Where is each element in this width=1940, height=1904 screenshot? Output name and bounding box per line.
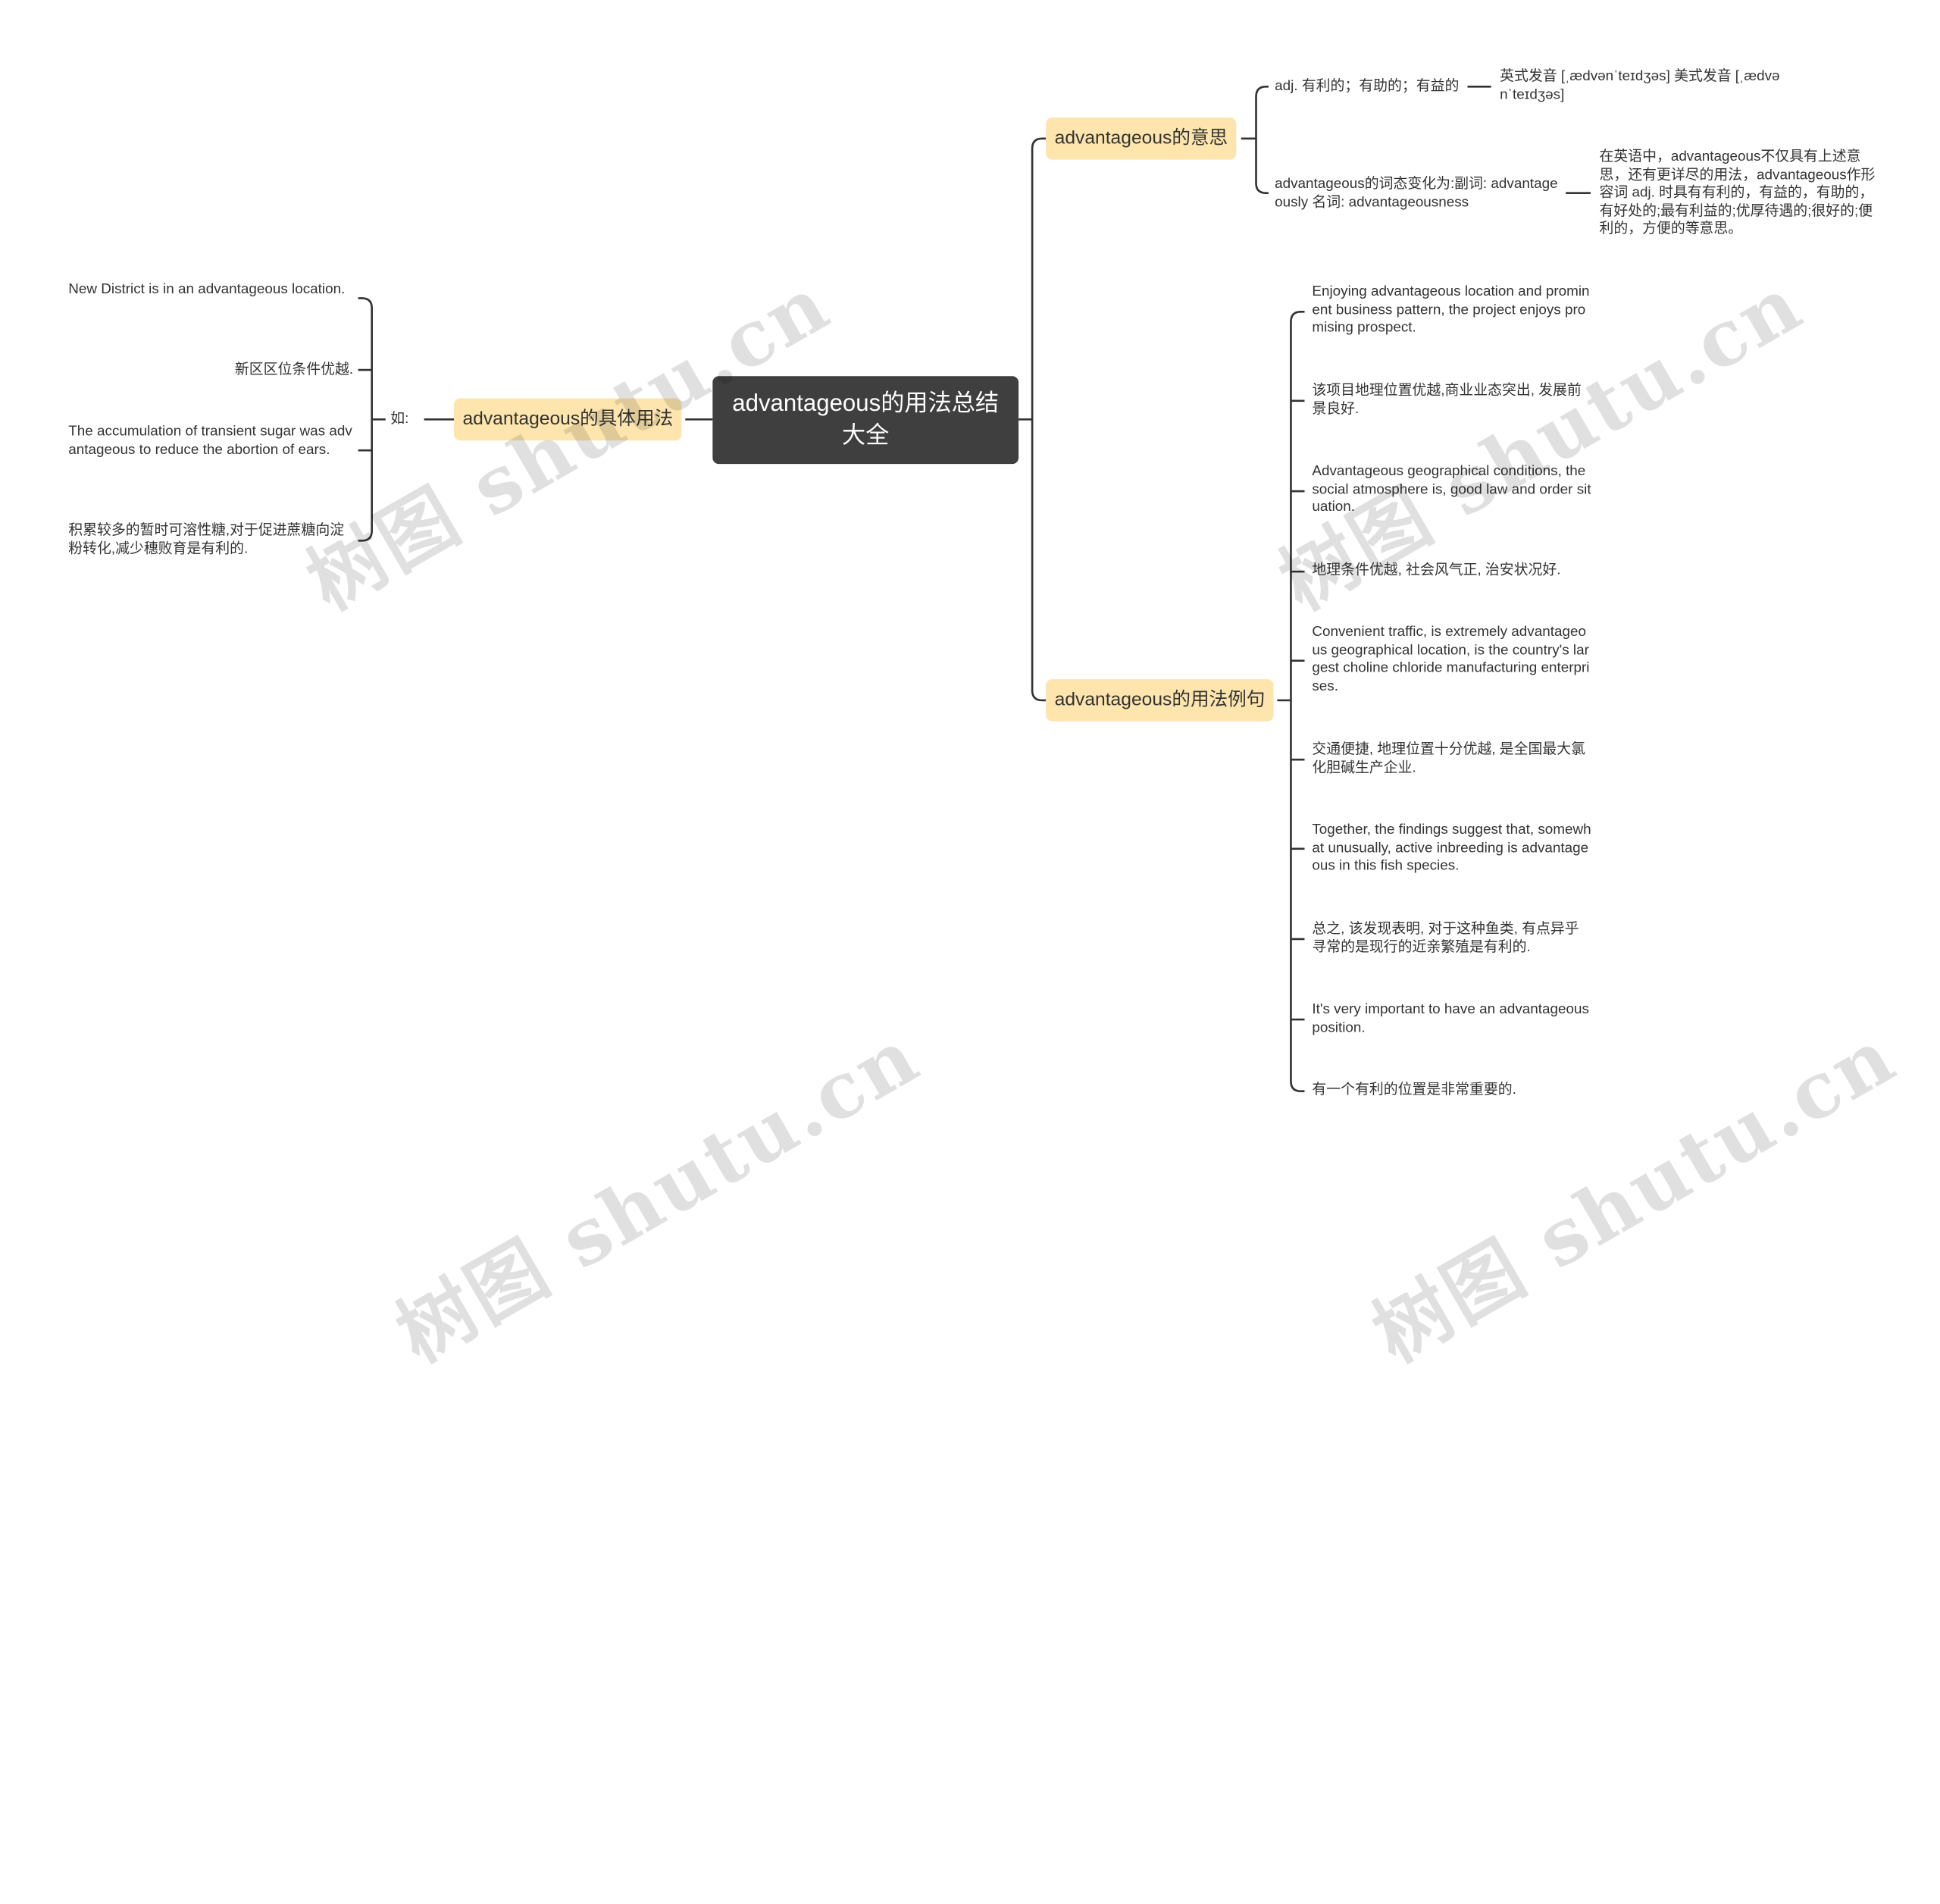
meaning-forms-note-text: 在英语中，advantageous不仅具有上述意思，还有更详尽的用法，advan… [1599,149,1876,237]
example-item[interactable]: 交通便捷, 地理位置十分优越, 是全国最大氯化胆碱生产企业. [1312,741,1593,778]
root-node[interactable]: advantageous的用法总结大全 [712,376,1019,465]
topic-examples[interactable]: advantageous的用法例句 [1046,679,1274,722]
example-item[interactable]: Enjoying advantageous location and promi… [1312,283,1593,337]
meaning-word-forms-text: advantageous的词态变化为:副词: advantageously 名词… [1275,177,1558,210]
example-item[interactable]: Advantageous geographical conditions, th… [1312,462,1593,516]
example-text: 有一个有利的位置是非常重要的. [1312,1082,1516,1098]
example-text: Enjoying advantageous location and promi… [1312,284,1590,336]
meaning-pronunciation[interactable]: 英式发音 [ˌædvənˈteɪdʒəs] 美式发音 [ˌædvənˈteɪdʒ… [1500,68,1783,105]
example-text: Together, the findings suggest that, som… [1312,822,1591,874]
meaning-pronunciation-text: 英式发音 [ˌædvənˈteɪdʒəs] 美式发音 [ˌædvənˈteɪdʒ… [1500,69,1780,102]
topic-usage[interactable]: advantageous的具体用法 [454,398,682,441]
example-item[interactable]: 有一个有利的位置是非常重要的. [1312,1082,1593,1100]
example-text: Advantageous geographical conditions, th… [1312,464,1591,515]
usage-item[interactable]: New District is in an advantageous locat… [68,281,347,299]
topic-examples-label: advantageous的用法例句 [1054,689,1266,710]
usage-connector[interactable]: 如: [390,411,408,429]
topic-usage-label: advantageous的具体用法 [462,408,674,430]
example-text: 交通便捷, 地理位置十分优越, 是全国最大氯化胆碱生产企业. [1312,742,1586,775]
connector [1255,85,1269,194]
usage-item[interactable]: 积累较多的暂时可溶性糖,对于促进蔗糖向淀粉转化,减少穗败育是有利的. [68,522,347,559]
example-item[interactable]: Together, the findings suggest that, som… [1312,822,1593,875]
example-text: 总之, 该发现表明, 对于这种鱼类, 有点异乎寻常的是现行的近亲繁殖是有利的. [1312,922,1579,955]
usage-connector-text: 如: [390,412,409,427]
root-title: advantageous的用法总结大全 [732,390,1000,449]
usage-item[interactable]: The accumulation of transient sugar was … [68,423,354,459]
usage-text: 积累较多的暂时可溶性糖,对于促进蔗糖向淀粉转化,减少穗败育是有利的. [68,523,345,556]
example-text: 该项目地理位置优越,商业业态突出, 发展前景良好. [1312,384,1582,417]
topic-meaning[interactable]: advantageous的意思 [1046,117,1237,160]
topic-meaning-label: advantageous的意思 [1054,127,1228,149]
usage-text: The accumulation of transient sugar was … [68,424,352,458]
example-item[interactable]: 地理条件优越, 社会风气正, 治安状况好. [1312,562,1593,580]
meaning-definition[interactable]: adj. 有利的；有助的；有益的 [1275,78,1474,96]
meaning-definition-text: adj. 有利的；有助的；有益的 [1275,79,1460,95]
meaning-word-forms[interactable]: advantageous的词态变化为:副词: advantageously 名词… [1275,176,1560,212]
usage-text: New District is in an advantageous locat… [68,282,346,297]
example-item[interactable]: 该项目地理位置优越,商业业态突出, 发展前景良好. [1312,382,1593,418]
connector [1031,137,1047,702]
meaning-forms-note[interactable]: 在英语中，advantageous不仅具有上述意思，还有更详尽的用法，advan… [1599,149,1885,239]
example-text: 地理条件优越, 社会风气正, 治安状况好. [1312,562,1561,578]
connector [1290,311,1305,1092]
usage-text: 新区区位条件优越. [234,362,354,377]
example-text: Convenient traffic, is extremely advanta… [1312,625,1590,694]
connector-lines [358,85,1591,1092]
example-item[interactable]: Convenient traffic, is extremely advanta… [1312,624,1593,696]
usage-item[interactable]: 新区区位条件优越. [68,362,353,380]
example-item[interactable]: It's very important to have an advantage… [1312,1001,1593,1038]
connector [358,297,374,542]
example-item[interactable]: 总之, 该发现表明, 对于这种鱼类, 有点异乎寻常的是现行的近亲繁殖是有利的. [1312,920,1593,957]
example-text: It's very important to have an advantage… [1312,1002,1589,1035]
